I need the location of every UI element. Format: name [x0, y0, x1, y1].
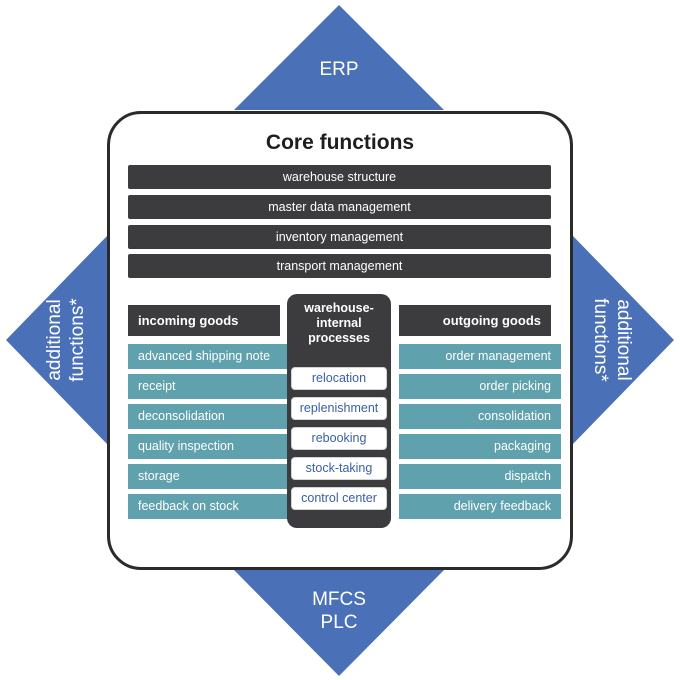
additional-functions-right-label: additional functions*	[588, 298, 634, 381]
internal-process-item: rebooking	[291, 427, 387, 450]
bar-transport-management: transport management	[128, 254, 551, 278]
incoming-item: feedback on stock	[128, 494, 290, 519]
bar-warehouse-structure: warehouse structure	[128, 165, 551, 189]
internal-process-item: replenishment	[291, 397, 387, 420]
internal-title-line3: processes	[308, 331, 370, 345]
outgoing-item: packaging	[399, 434, 561, 459]
internal-title-line1: warehouse-	[304, 301, 374, 315]
internal-title-line2: internal	[316, 316, 362, 330]
diamond-right	[573, 236, 674, 444]
outgoing-item: order picking	[399, 374, 561, 399]
incoming-item: advanced shipping note	[128, 344, 290, 369]
diamond-left	[6, 236, 107, 444]
incoming-goods-header: incoming goods	[128, 305, 280, 336]
outgoing-item: order management	[399, 344, 561, 369]
outgoing-item: delivery feedback	[399, 494, 561, 519]
core-functions-title: Core functions	[265, 131, 415, 154]
additional-functions-left-label: additional functions*	[44, 298, 90, 381]
incoming-item: storage	[128, 464, 290, 489]
internal-processes-title: warehouse- internal processes	[287, 301, 391, 346]
internal-process-item: stock-taking	[291, 457, 387, 480]
outgoing-goods-header: outgoing goods	[399, 305, 551, 336]
right-label-line2: functions*	[590, 298, 611, 382]
diamond-bottom	[234, 570, 444, 676]
incoming-item: receipt	[128, 374, 290, 399]
bar-inventory-management: inventory management	[128, 225, 551, 249]
outgoing-item: consolidation	[399, 404, 561, 429]
right-label-line1: additional	[612, 299, 634, 381]
left-label-line2: functions*	[67, 298, 88, 382]
mfcs-plc-label: MFCS PLC	[289, 589, 389, 635]
incoming-item: deconsolidation	[128, 404, 290, 429]
erp-label: ERP	[319, 59, 359, 80]
mfcs-line: MFCS	[312, 589, 366, 610]
bar-master-data-management: master data management	[128, 195, 551, 219]
left-label-line1: additional	[44, 299, 66, 381]
incoming-item: quality inspection	[128, 434, 290, 459]
plc-line: PLC	[320, 611, 358, 633]
diamond-top	[234, 5, 444, 110]
internal-process-item: control center	[291, 487, 387, 510]
internal-process-item: relocation	[291, 367, 387, 390]
outgoing-item: dispatch	[399, 464, 561, 489]
